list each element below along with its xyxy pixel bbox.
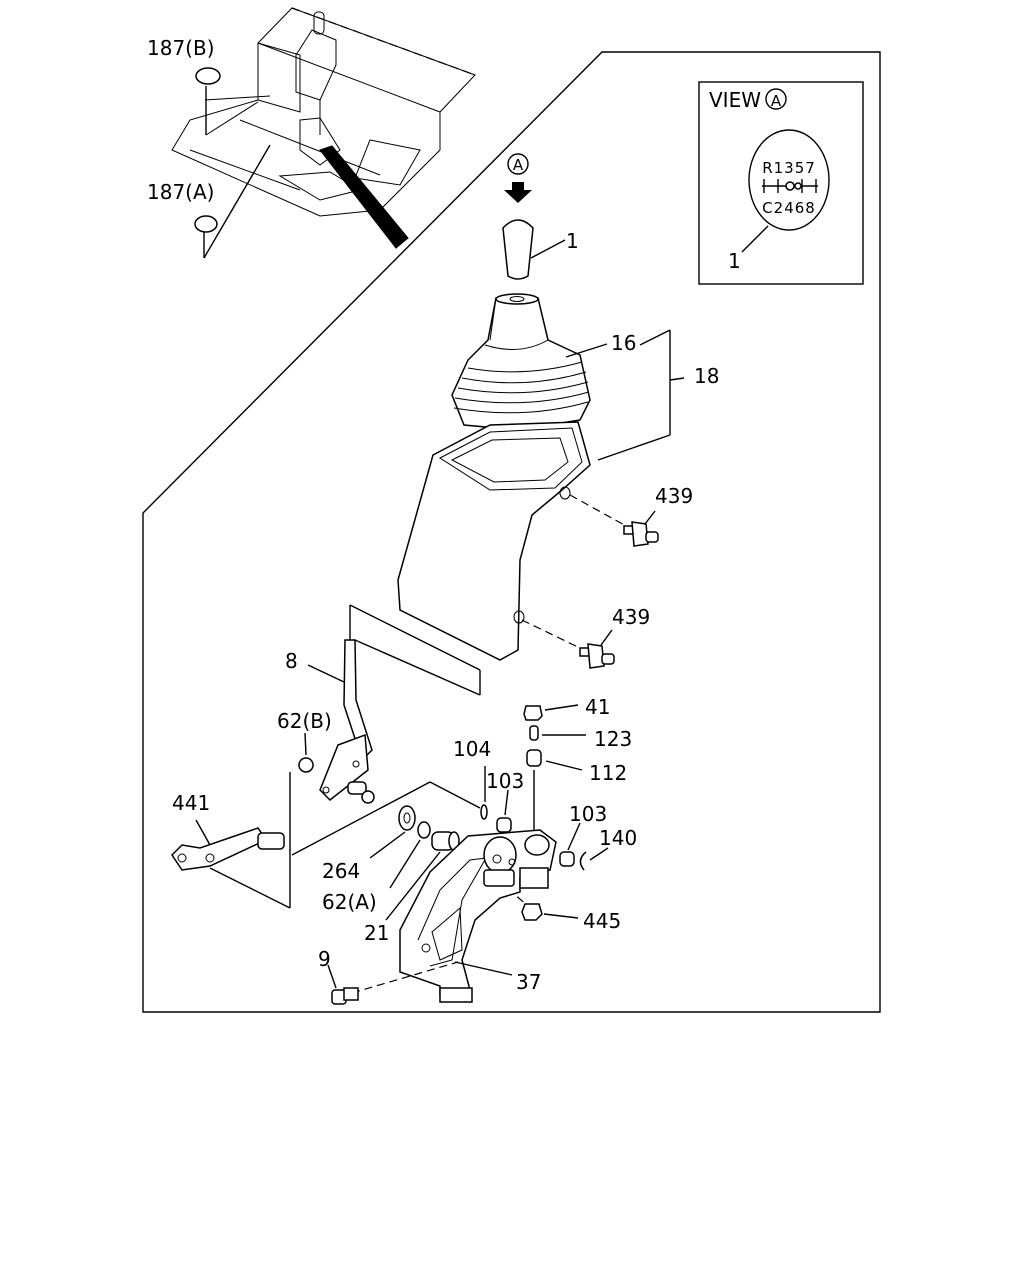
label-187a: 187(A) bbox=[147, 180, 214, 204]
bushing-62a bbox=[389, 821, 431, 889]
label-1: 1 bbox=[566, 229, 579, 253]
label-112: 112 bbox=[589, 761, 627, 785]
label-41: 41 bbox=[585, 695, 610, 719]
part-labels: 187(B) 187(A) 1 16 18 439 439 8 62(B) 44… bbox=[147, 36, 719, 994]
view-callout: 1 bbox=[728, 249, 741, 273]
label-8: 8 bbox=[285, 649, 298, 673]
bolt-439-upper bbox=[569, 494, 659, 547]
view-a-box: VIEW A R1357 C2468 1 bbox=[698, 81, 864, 285]
clip-104 bbox=[480, 766, 488, 820]
label-62a: 62(A) bbox=[322, 890, 377, 914]
washer-264 bbox=[369, 805, 416, 859]
bolt-439-lower bbox=[521, 619, 615, 669]
label-445: 445 bbox=[583, 909, 621, 933]
bushing-103-left bbox=[496, 789, 512, 833]
label-264: 264 bbox=[322, 859, 360, 883]
label-187b: 187(B) bbox=[147, 36, 215, 60]
view-title: VIEW bbox=[709, 88, 761, 112]
leader-wedge bbox=[319, 145, 409, 249]
shift-lever bbox=[307, 604, 481, 804]
view-marker: A bbox=[771, 92, 782, 110]
bushing-103-right bbox=[559, 822, 581, 867]
console-cover bbox=[397, 329, 685, 661]
view-arrow-a: A bbox=[504, 153, 532, 203]
label-140: 140 bbox=[599, 826, 637, 850]
label-103-right: 103 bbox=[569, 802, 607, 826]
label-62b: 62(B) bbox=[277, 709, 332, 733]
label-16: 16 bbox=[611, 331, 636, 355]
label-123: 123 bbox=[594, 727, 632, 751]
label-18: 18 bbox=[694, 364, 719, 388]
nut-41 bbox=[523, 704, 579, 721]
shift-pattern-top: R1357 bbox=[762, 159, 816, 177]
label-104: 104 bbox=[453, 737, 491, 761]
label-441: 441 bbox=[172, 791, 210, 815]
shift-knob-top-view bbox=[748, 129, 830, 231]
nut-62b bbox=[298, 732, 314, 773]
shift-knob bbox=[502, 219, 566, 280]
label-37: 37 bbox=[516, 970, 541, 994]
detail-frame bbox=[142, 51, 881, 1013]
shift-boot bbox=[451, 293, 608, 431]
bracket-37 bbox=[399, 829, 557, 1003]
link-441 bbox=[171, 772, 481, 909]
clip-140 bbox=[579, 847, 609, 871]
view-arrow-marker: A bbox=[513, 156, 524, 174]
label-103-left: 103 bbox=[486, 769, 524, 793]
label-9: 9 bbox=[318, 947, 331, 971]
shift-pattern-bottom: C2468 bbox=[762, 199, 816, 217]
cab-floor-overview bbox=[171, 7, 476, 249]
plug-187a bbox=[194, 144, 271, 259]
bolt-9 bbox=[327, 961, 459, 1005]
plug-187b bbox=[195, 67, 221, 135]
collar-21 bbox=[385, 831, 460, 921]
label-21: 21 bbox=[364, 921, 389, 945]
label-439-upper: 439 bbox=[655, 484, 693, 508]
label-439-lower: 439 bbox=[612, 605, 650, 629]
pin-123 bbox=[529, 725, 586, 741]
